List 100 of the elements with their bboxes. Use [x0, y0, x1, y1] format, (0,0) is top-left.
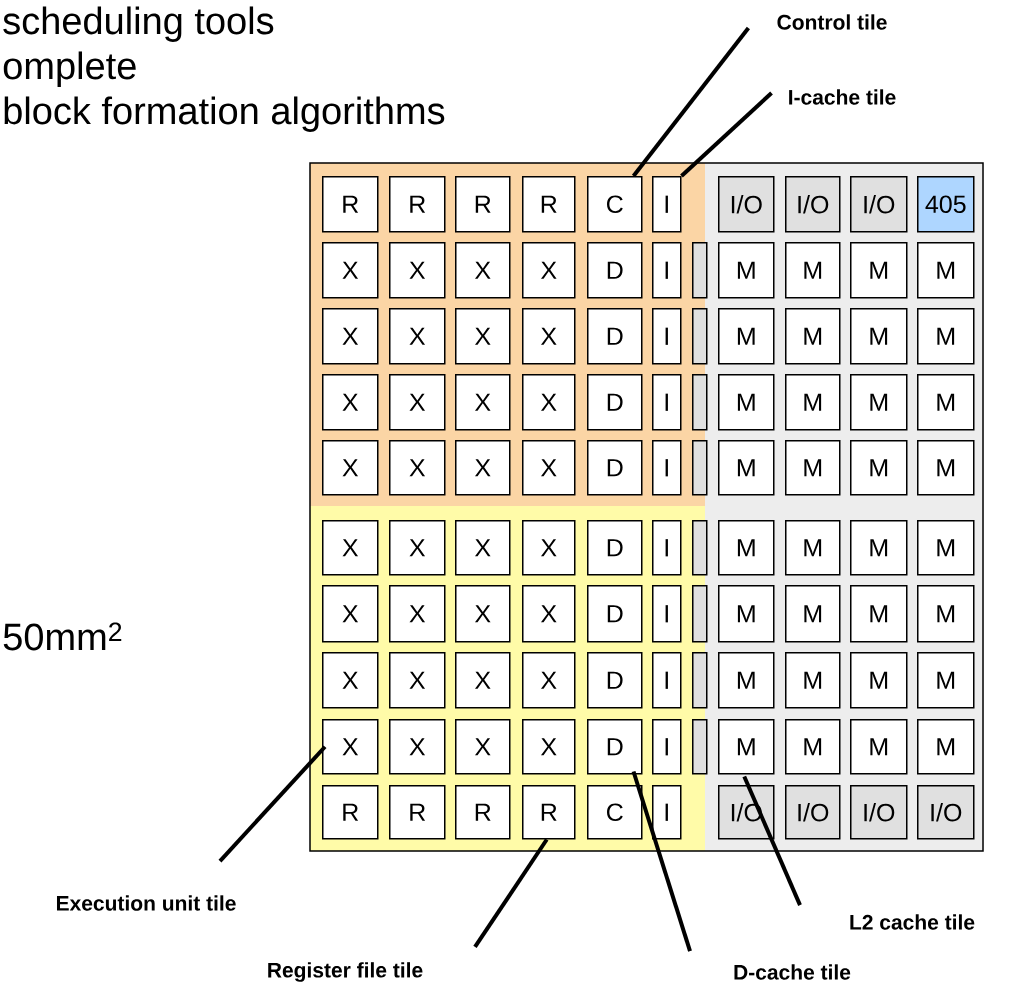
tile: M [785, 374, 841, 431]
tile: M [917, 308, 975, 365]
callout-label: D-cache tile [734, 964, 851, 980]
tile: X [389, 308, 446, 365]
leader-line [218, 745, 327, 863]
tile: X [455, 242, 511, 299]
slide-text: block formation algorithms [4, 96, 445, 132]
leader-line [680, 91, 773, 178]
tile: X [322, 652, 379, 709]
tile: M [718, 719, 775, 775]
callout-label: I-cache tile [789, 89, 896, 105]
tile: I/O [850, 785, 908, 840]
leader-line [473, 838, 549, 949]
tile: I [652, 585, 682, 643]
narrow-tile [692, 374, 708, 431]
callout-label: L2 cache tile [850, 914, 975, 930]
slide-text: omplete [3, 51, 136, 87]
tile: X [322, 585, 379, 643]
tile: I [652, 520, 682, 576]
tile: M [718, 374, 775, 431]
narrow-tile [692, 242, 708, 299]
tile: X [389, 719, 446, 775]
tile: M [785, 652, 841, 709]
tile: 405 [917, 176, 975, 233]
tile: I [652, 176, 682, 233]
tile: M [917, 374, 975, 431]
slide-text: 50mm$^{2}$ [3, 622, 122, 651]
tile: X [522, 652, 576, 709]
tile: R [455, 176, 511, 233]
tile: M [917, 652, 975, 709]
tile: M [850, 374, 908, 431]
callout-label: Execution unit tile [57, 895, 236, 911]
tile: D [587, 520, 643, 576]
tile: I [652, 440, 682, 496]
tile: M [917, 440, 975, 496]
tile: I/O [850, 176, 908, 233]
leader-line [742, 775, 802, 906]
narrow-tile [692, 308, 708, 365]
tile: R [322, 785, 379, 840]
tile: X [455, 520, 511, 576]
tile: R [455, 785, 511, 840]
tile: I/O [917, 785, 975, 840]
tile: X [455, 308, 511, 365]
tile: X [322, 308, 379, 365]
tile: I/O [785, 176, 841, 233]
tile: X [322, 719, 379, 775]
tile: M [718, 242, 775, 299]
tile: X [322, 374, 379, 431]
tile: X [522, 440, 576, 496]
tile: I [652, 719, 682, 775]
narrow-tile [692, 585, 708, 643]
tile: M [917, 585, 975, 643]
tile: I/O [718, 176, 775, 233]
tile: D [587, 652, 643, 709]
tile: X [455, 440, 511, 496]
tile: M [718, 585, 775, 643]
tile: X [322, 440, 379, 496]
tile: M [850, 652, 908, 709]
tile: M [850, 308, 908, 365]
tile: X [322, 520, 379, 576]
tile: X [322, 242, 379, 299]
callout-label: Control tile [777, 14, 887, 30]
tile: D [587, 374, 643, 431]
tile: M [718, 308, 775, 365]
tile: M [917, 242, 975, 299]
callout-label: Register file tile [268, 962, 423, 982]
tile: M [785, 520, 841, 576]
tile: X [455, 374, 511, 431]
tile: M [718, 520, 775, 576]
tile: C [587, 176, 643, 233]
tile: X [389, 440, 446, 496]
slide-text: scheduling tools [3, 6, 274, 42]
tile: X [522, 719, 576, 775]
tile: M [785, 308, 841, 365]
tile: X [389, 520, 446, 576]
tile: M [850, 242, 908, 299]
tile: C [587, 785, 643, 840]
tile: I [652, 308, 682, 365]
tile: M [785, 440, 841, 496]
narrow-tile [692, 520, 708, 576]
tile: X [455, 585, 511, 643]
tile: M [917, 520, 975, 576]
tile: R [522, 785, 576, 840]
tile: X [389, 242, 446, 299]
tile: M [785, 242, 841, 299]
tile: M [850, 585, 908, 643]
tile: X [522, 374, 576, 431]
tile: I [652, 652, 682, 709]
tile: X [389, 585, 446, 643]
tile: X [455, 719, 511, 775]
tile: M [785, 719, 841, 775]
tile: D [587, 585, 643, 643]
tile: I/O [785, 785, 841, 840]
tile: R [389, 176, 446, 233]
tile: R [522, 176, 576, 233]
narrow-tile [692, 652, 708, 709]
tile: M [917, 719, 975, 775]
tile: D [587, 242, 643, 299]
tile: X [455, 652, 511, 709]
tile: M [718, 652, 775, 709]
